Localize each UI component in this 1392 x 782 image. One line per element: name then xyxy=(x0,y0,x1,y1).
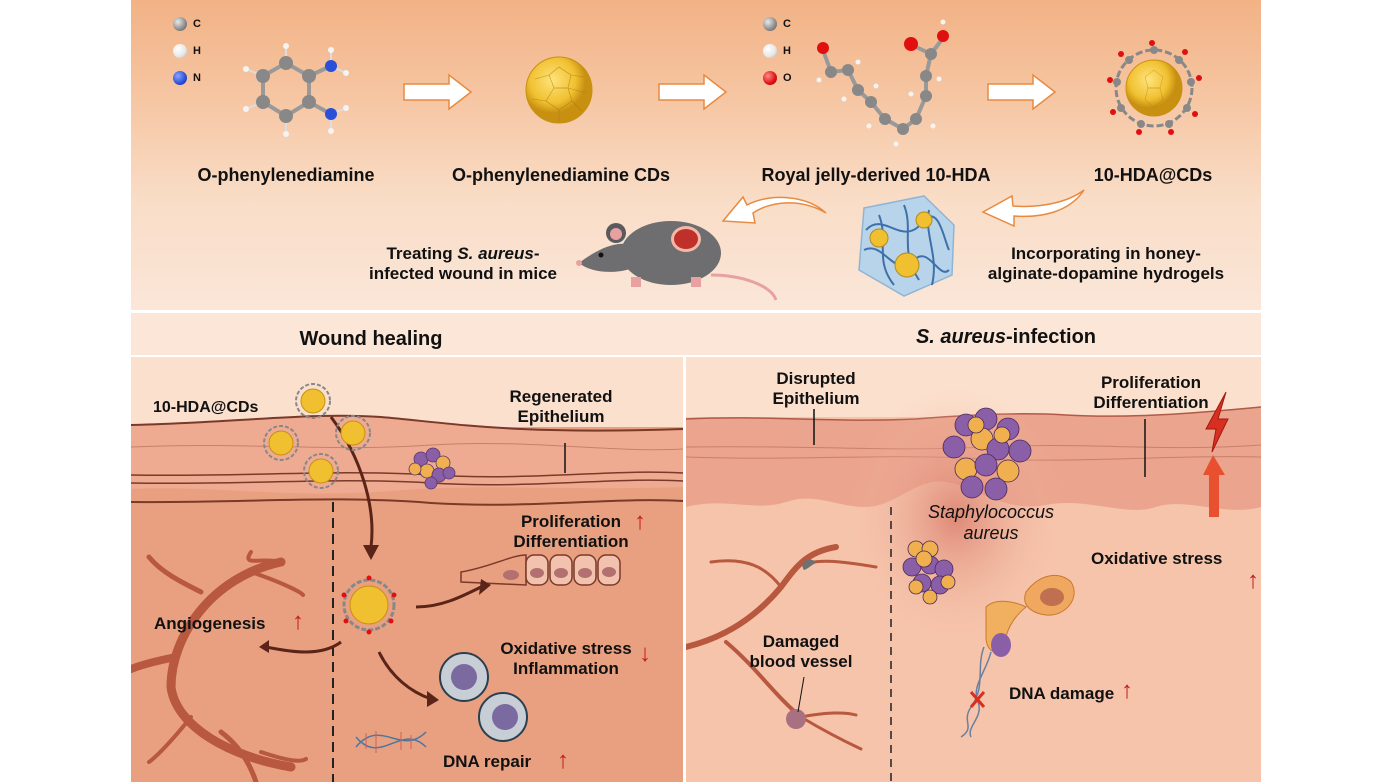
curved-flow-arrow-icon xyxy=(721,195,827,224)
carbon-atom-icon xyxy=(763,16,777,31)
carbon-atom-icon xyxy=(173,16,187,31)
increase-arrow-icon: ↑ xyxy=(1247,567,1259,594)
flow-arrow-icon xyxy=(403,73,473,111)
label-line: Oxidative stress xyxy=(500,639,632,658)
label-line: Damaged xyxy=(762,632,840,651)
mouse-label-text: - xyxy=(533,244,540,263)
infected-skin-illustration xyxy=(686,357,1261,782)
section-header-band: Wound healing S. aureus-infection xyxy=(131,313,1261,355)
functionalized-carbon-dot-icon xyxy=(1107,40,1202,135)
increase-arrow-icon: ↑ xyxy=(292,608,304,635)
synthesis-panel: C H N xyxy=(131,0,1261,310)
legend-label: N xyxy=(193,71,201,84)
species-name: S. aureus xyxy=(915,326,1007,348)
section-title-wound-healing: Wound healing xyxy=(299,328,443,350)
increase-arrow-icon: ↑ xyxy=(557,747,569,774)
proliferation-label: Proliferation Differentiation xyxy=(491,512,651,551)
mouse-label-species: S. aureus xyxy=(457,244,534,263)
step-label: O-phenylenediamine CDs xyxy=(451,165,671,185)
label-line: Inflammation xyxy=(513,658,619,678)
label-line: Proliferation xyxy=(1100,373,1202,392)
hydrogel-label: Incorporating in honey- alginate-dopamin… xyxy=(976,244,1236,283)
label-line: Regenerated xyxy=(509,387,613,406)
step-label: O-phenylenediamine xyxy=(197,165,375,185)
mouse-label-line: infected wound in mice xyxy=(369,263,557,283)
label-line: aureus xyxy=(963,522,1019,543)
mouse-label-text: Treating xyxy=(386,244,458,263)
oxidative-stress-label: Oxidative stress Inflammation xyxy=(481,639,651,678)
legend-label: C xyxy=(783,17,791,30)
carbon-dot-icon xyxy=(525,56,593,124)
oxygen-atom-icon xyxy=(763,70,777,85)
atom-legend-right: C H O xyxy=(763,10,792,91)
regenerated-epithelium-label: Regenerated Epithelium xyxy=(476,387,646,426)
label-line: Differentiation xyxy=(513,531,629,551)
10-hda-molecule-icon xyxy=(816,19,949,147)
label-line: Epithelium xyxy=(772,388,860,408)
section-title-text: -infection xyxy=(1006,326,1097,348)
bacteria-label: Staphylococcus aureus xyxy=(906,502,1076,543)
legend-label: H xyxy=(783,44,791,57)
o-phenylenediamine-molecule-icon xyxy=(243,43,349,137)
dna-damage-label: DNA damage xyxy=(1009,684,1115,703)
mouse-label: Treating S. aureus- infected wound in mi… xyxy=(343,244,583,283)
mouse-icon xyxy=(576,221,778,301)
mouse-label-line: Treating S. aureus- xyxy=(343,244,583,264)
proliferation-label: Proliferation Differentiation xyxy=(1071,373,1231,412)
wound-healing-panel: 10-HDA@CDs Regenerated Epithelium Prolif… xyxy=(131,357,683,782)
legend-label: H xyxy=(193,44,201,57)
hydrogel-label-line: Incorporating in honey- xyxy=(1011,244,1201,263)
oxidative-stress-label: Oxidative stress xyxy=(1091,549,1223,568)
carbon-dot-icon xyxy=(341,575,397,635)
label-line: blood vessel xyxy=(749,651,853,671)
legend-label: O xyxy=(783,71,792,84)
increase-arrow-icon: ↑ xyxy=(1121,677,1133,704)
carbon-dot-cluster-icon xyxy=(263,383,371,489)
label-line: Epithelium xyxy=(517,406,605,426)
hydrogel-label-line: alginate-dopamine hydrogels xyxy=(987,263,1225,283)
dna-repair-label: DNA repair xyxy=(443,752,532,771)
figure-canvas: C H N xyxy=(131,0,1261,782)
hydrogel-cube-icon xyxy=(858,195,955,297)
label-line: Staphylococcus xyxy=(927,502,1055,522)
skin-layers-illustration xyxy=(131,357,683,782)
atom-legend-left: C H N xyxy=(173,10,201,91)
cd-label: 10-HDA@CDs xyxy=(153,399,259,416)
legend-label: C xyxy=(193,17,201,30)
nitrogen-atom-icon xyxy=(173,70,187,85)
flow-arrow-icon xyxy=(987,73,1057,111)
angiogenesis-label: Angiogenesis xyxy=(154,614,266,633)
step-label: 10-HDA@CDs xyxy=(1093,165,1213,185)
label-line: Differentiation xyxy=(1093,392,1209,412)
section-title-infection: S. aureus-infection xyxy=(831,326,1181,349)
infection-panel: Disrupted Epithelium Proliferation Diffe… xyxy=(686,357,1261,782)
disrupted-epithelium-label: Disrupted Epithelium xyxy=(751,369,881,408)
hydrogen-atom-icon xyxy=(173,43,187,58)
flow-arrow-icon xyxy=(658,73,728,111)
increase-arrow-icon: ↑ xyxy=(634,508,646,535)
label-line: Proliferation xyxy=(520,512,622,531)
decrease-arrow-icon: ↓ xyxy=(639,640,651,667)
hydrogen-atom-icon xyxy=(763,43,777,58)
step-label: Royal jelly-derived 10-HDA xyxy=(761,165,991,185)
label-line: Disrupted xyxy=(776,369,856,388)
curved-flow-arrow-icon xyxy=(981,189,1085,228)
damaged-vessel-label: Damaged blood vessel xyxy=(741,632,861,671)
